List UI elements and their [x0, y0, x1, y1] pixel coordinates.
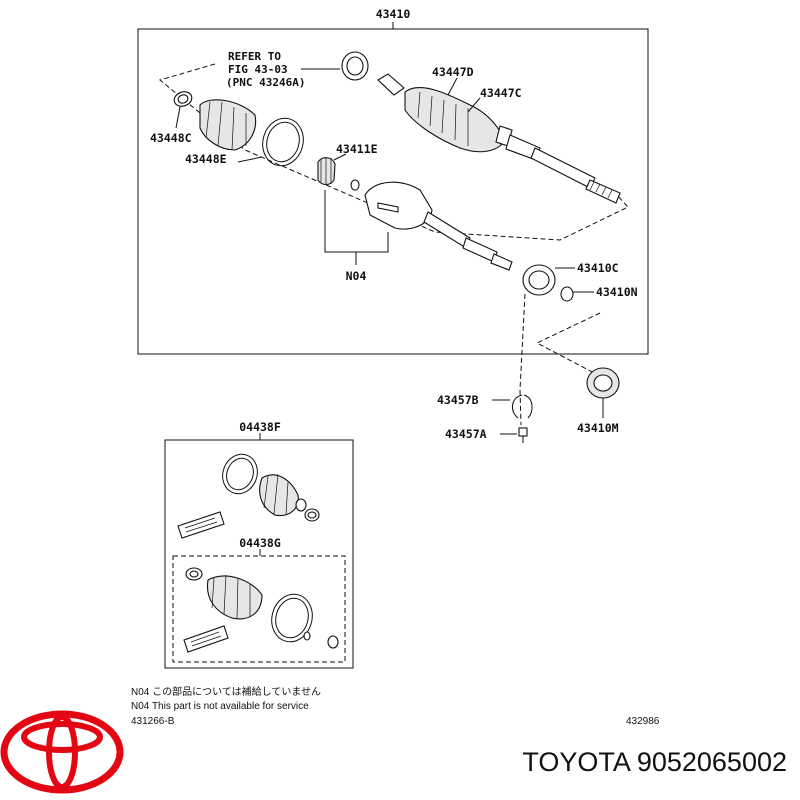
- label-43448E: 43448E: [185, 152, 227, 166]
- kit-g-clamp-large: [271, 593, 313, 643]
- o-ring-part: [560, 286, 574, 302]
- inner-joint-housing-part: [364, 181, 513, 271]
- refer-to-line-1: REFER TO: [228, 50, 281, 63]
- label-43447D: 43447D: [432, 65, 474, 79]
- label-43410N: 43410N: [596, 285, 638, 299]
- bolt-part: [518, 427, 528, 443]
- label-43448C: 43448C: [150, 131, 192, 145]
- assembly-outline: [158, 63, 629, 241]
- small-clamp-part: [173, 91, 193, 107]
- brand-part-number: TOYOTA 9052065002: [522, 747, 787, 777]
- note-japanese: N04 この部品については補給していません: [131, 685, 321, 698]
- label-43457B: 43457B: [437, 393, 479, 407]
- boot-kit-inner-frame: [172, 555, 346, 663]
- label-43457A: 43457A: [445, 427, 487, 441]
- retaining-ring-part: [512, 394, 533, 419]
- kit-f-clamp-large: [222, 453, 258, 495]
- kit-f-small-clamp: [304, 508, 320, 522]
- inner-boot-part: [199, 99, 257, 151]
- label-43447C: 43447C: [480, 86, 522, 100]
- label-04438G: 04438G: [239, 536, 281, 550]
- kit-f-boot: [259, 473, 307, 517]
- diagram-code-left: 431266-B: [131, 716, 175, 727]
- diagram-code-right: 432986: [626, 716, 660, 727]
- label-43411E: 43411E: [336, 142, 378, 156]
- bearing-part: [522, 264, 556, 296]
- boot-kit-frame: [164, 439, 354, 669]
- refer-to-line-2: FIG 43-03: [228, 63, 288, 76]
- refer-to-line-3: (PNC 43246A): [226, 76, 305, 89]
- label-04438F: 04438F: [239, 420, 281, 434]
- label-N04: N04: [346, 269, 367, 283]
- kit-g-grease-pack: [183, 625, 229, 653]
- toyota-logo: [0, 710, 124, 794]
- outer-shaft-part: [377, 73, 621, 204]
- tripod-joint-part: [317, 157, 336, 186]
- dust-seal-part: [586, 367, 620, 399]
- large-clamp-part: [262, 117, 304, 167]
- kit-f-grease-pack: [177, 511, 225, 539]
- seal-ring-part: [341, 51, 369, 81]
- kit-g-snap-ring: [303, 631, 339, 649]
- label-43410C: 43410C: [577, 261, 619, 275]
- kit-g-small-clamp: [185, 567, 203, 581]
- kit-g-boot: [206, 574, 263, 620]
- snap-ring-part: [350, 179, 360, 191]
- note-english: N04 This part is not available for servi…: [131, 701, 309, 712]
- label-43410: 43410: [376, 7, 411, 21]
- label-43410M: 43410M: [577, 421, 619, 435]
